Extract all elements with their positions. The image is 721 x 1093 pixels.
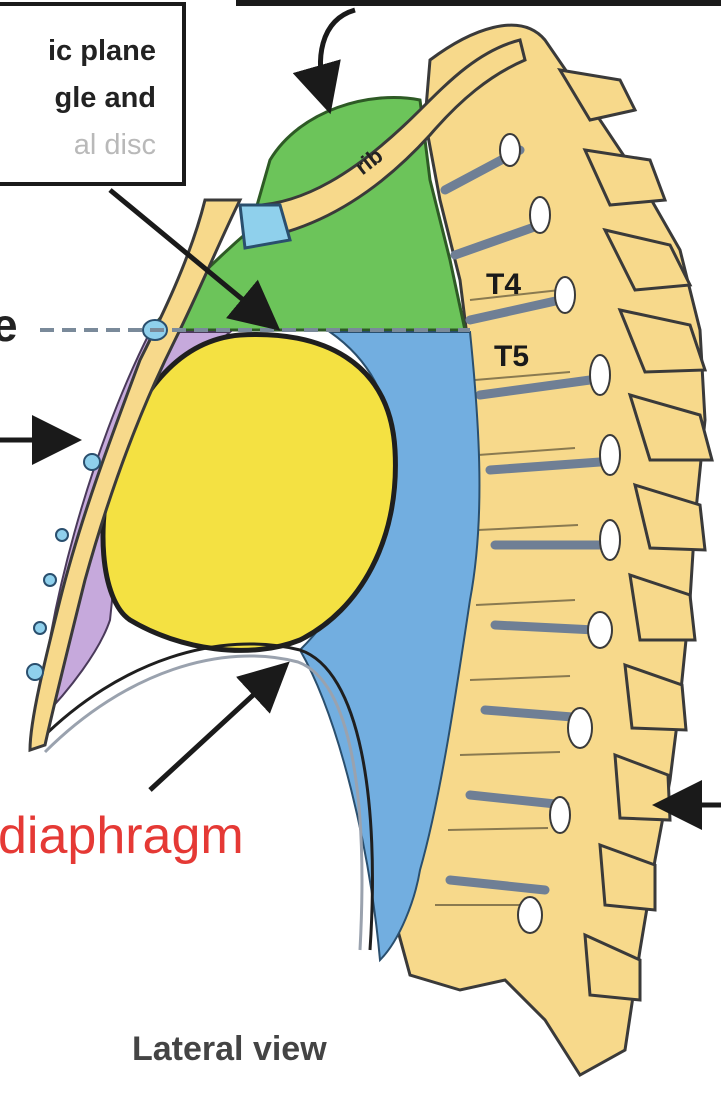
top-border-fragment: [236, 0, 721, 6]
lateral-view-caption: Lateral view: [132, 1030, 327, 1069]
callout-line-2: gle and: [0, 75, 156, 122]
diaphragm-label: diaphragm: [0, 806, 244, 866]
t4-label: T4: [486, 268, 521, 302]
callout-box: ic plane gle and al disc: [0, 2, 186, 186]
edge-fragment-label: e: [0, 298, 18, 352]
t5-label: T5: [494, 340, 529, 374]
costal-cartilage: [240, 205, 290, 248]
callout-line-3: al disc: [0, 122, 156, 169]
callout-line-1: ic plane: [0, 28, 156, 75]
